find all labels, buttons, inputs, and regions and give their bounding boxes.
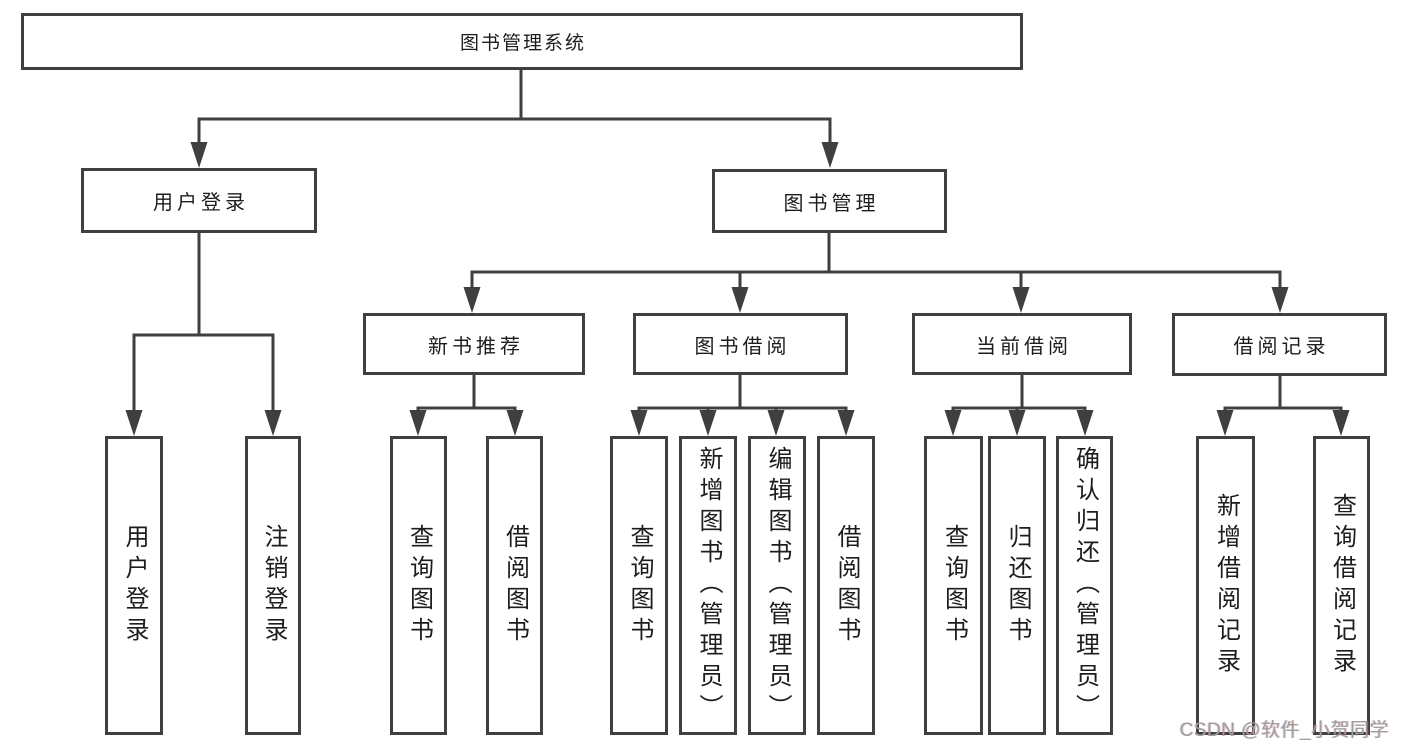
leaf-label: 查询图书 [405,523,433,648]
leaf-label: 新增借阅记录 [1212,492,1240,679]
connector-user-login [132,231,275,420]
node-label: 图书借阅 [694,335,791,358]
arrowheads [125,142,1350,436]
leaf-logout: 注销登录 [245,436,301,735]
leaf-label: 确认归还（管理员） [1071,446,1099,725]
connector-root [197,68,832,152]
leaf-label: 编辑图书（管理员） [764,446,791,725]
leaf-confirm-return-admin: 确认归还（管理员） [1056,436,1113,735]
node-borrow-record: 借阅记录 [1172,313,1387,376]
node-label: 借阅记录 [1233,336,1330,358]
leaf-borrow-book-2: 借阅图书 [817,436,875,735]
leaf-user-login: 用户登录 [105,436,163,735]
node-new-book-recommend: 新书推荐 [363,313,585,375]
leaf-label: 借阅图书 [833,523,860,648]
connector-book-borrow [637,373,848,422]
csdn-watermark: CSDN @软件_小贺同学 [1179,720,1389,741]
node-library-management-system: 图书管理系统 [21,13,1023,70]
node-label: 图书管理系统 [459,33,586,54]
leaf-return-book: 归还图书 [988,436,1046,735]
leaf-label: 查询借阅记录 [1328,492,1356,679]
node-book-management: 图书管理 [712,169,947,233]
leaf-borrow-book-1: 借阅图书 [486,436,543,735]
node-label: 新书推荐 [428,335,524,358]
connector-book-management [470,231,1282,297]
leaf-query-book-2: 查询图书 [610,436,668,735]
leaf-label: 查询图书 [626,523,653,648]
leaf-add-borrow-record: 新增借阅记录 [1196,436,1255,735]
connector-new-book [416,373,517,422]
leaf-add-book-admin: 新增图书（管理员） [679,436,737,735]
leaf-query-book-3: 查询图书 [924,436,983,735]
node-user-login: 用户登录 [81,168,317,233]
node-book-borrow: 图书借阅 [633,313,848,375]
leaf-label: 新增图书（管理员） [695,446,722,725]
node-label: 用户登录 [153,192,249,214]
leaf-query-borrow-record: 查询借阅记录 [1313,436,1370,735]
leaf-label: 用户登录 [121,523,148,648]
node-label: 当前借阅 [976,335,1072,358]
leaf-query-book-1: 查询图书 [390,436,447,735]
node-current-borrow: 当前借阅 [912,313,1132,375]
leaf-label: 注销登录 [260,523,287,648]
node-label: 图书管理 [783,192,880,215]
leaf-edit-book-admin: 编辑图书（管理员） [748,436,806,735]
connector-borrow-record [1223,373,1343,422]
leaf-label: 借阅图书 [501,523,529,648]
leaf-label: 归还图书 [1004,523,1031,648]
leaf-label: 查询图书 [940,523,968,648]
